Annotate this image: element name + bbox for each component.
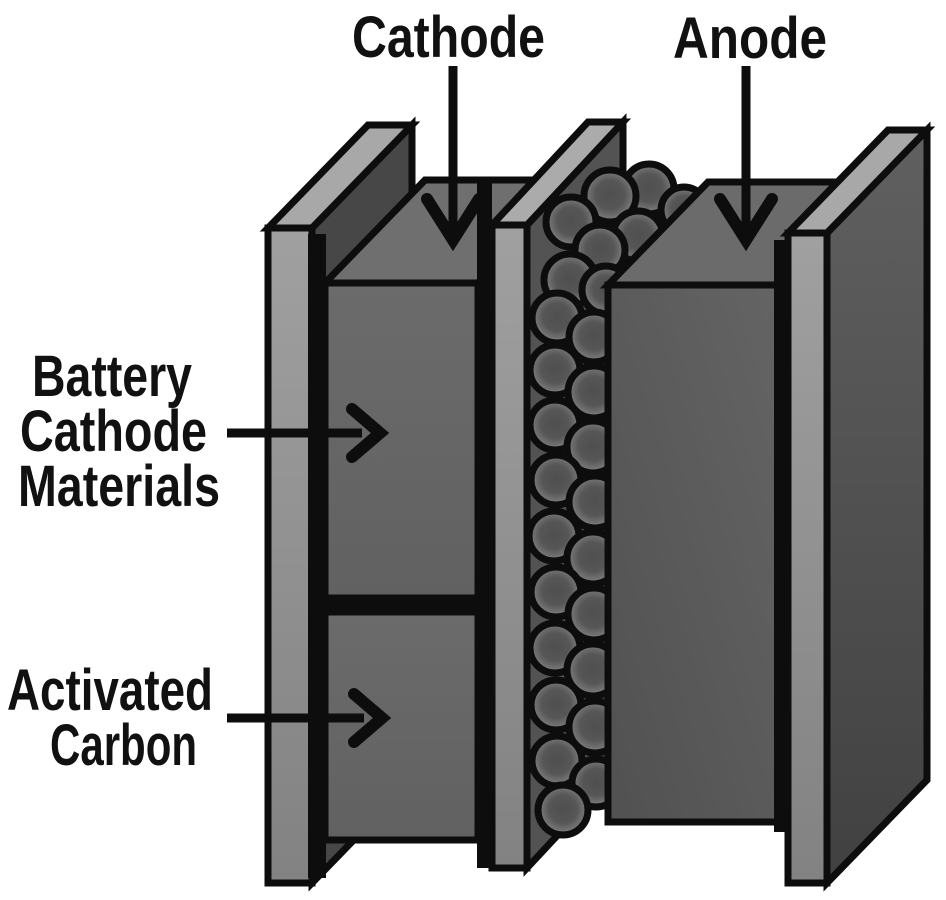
- ac-label-line2: Carbon: [50, 713, 197, 778]
- anode-front-face: [604, 281, 782, 826]
- gap-shadow-middle: [477, 180, 492, 868]
- activated-carbon-face: [321, 608, 482, 844]
- right-collector-side-face: [823, 121, 931, 892]
- anode-arrow: [714, 66, 778, 252]
- ac-label-line1: Activated: [7, 658, 213, 723]
- separator-front-edge: [488, 221, 531, 872]
- battery-cathode-materials-face: [321, 279, 482, 602]
- anode-top-label: Anode: [673, 6, 827, 71]
- bcm-label-line3: Materials: [18, 454, 220, 519]
- battery-cathode-materials-arrow: [227, 403, 390, 463]
- bead: [534, 781, 592, 839]
- cathode-top-label: Cathode: [352, 5, 545, 70]
- bcm-label-line1: Battery: [32, 344, 192, 409]
- left-collector-front-edge: [264, 224, 316, 887]
- cathode-divider-line: [320, 596, 482, 613]
- bead: [580, 166, 640, 226]
- right-current-collector: [779, 121, 936, 892]
- cathode-arrow: [421, 66, 485, 252]
- activated-carbon-arrow: [227, 688, 392, 748]
- bcm-label-line2: Cathode: [20, 399, 207, 464]
- right-collector-front-edge: [784, 229, 831, 887]
